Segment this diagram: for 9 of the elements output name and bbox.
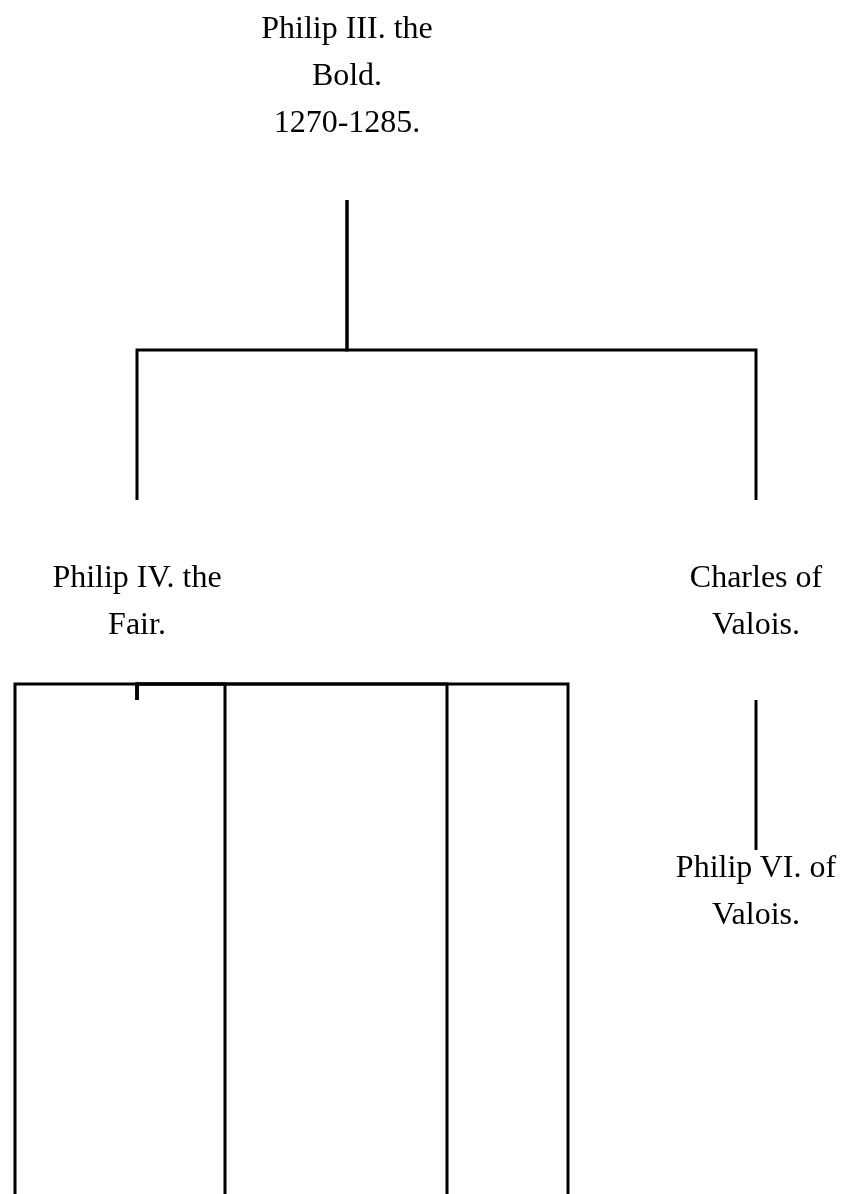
- person-name: 1270-1285.: [273, 102, 421, 141]
- tree-line: [754, 700, 758, 850]
- tree-line: [135, 682, 570, 1194]
- person-name: Charles of Valois.: [688, 557, 824, 643]
- person-name: Philip III. the Bold.: [260, 8, 434, 94]
- person-name: Philip IV. the Fair.: [51, 557, 223, 643]
- person-name: Philip VI. of Valois.: [674, 847, 838, 933]
- tree-line: [13, 682, 139, 1194]
- tree-line: [345, 200, 758, 500]
